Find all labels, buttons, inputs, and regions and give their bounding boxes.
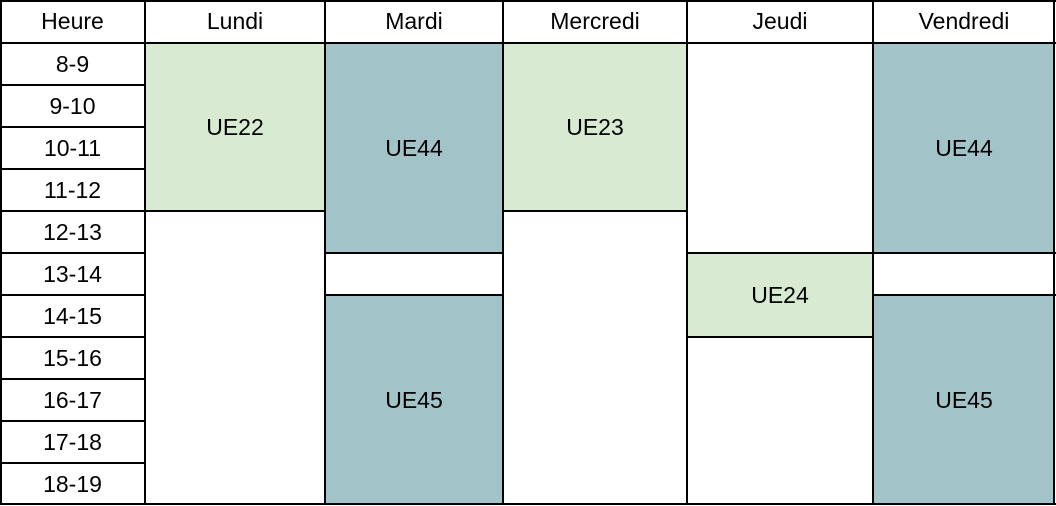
- grid-line: [0, 42, 1056, 44]
- course-block-ue23: UE23: [503, 43, 687, 211]
- hour-label: 13-14: [43, 260, 102, 287]
- empty-slot: [873, 253, 1055, 295]
- hour-label: 15-16: [43, 344, 102, 371]
- empty-slot: [145, 211, 325, 505]
- grid-line: [0, 168, 146, 170]
- hour-label: 11-12: [43, 176, 102, 203]
- grid-line: [0, 336, 146, 338]
- empty-slot: [687, 43, 873, 253]
- hour-label: 8-9: [55, 50, 90, 77]
- grid-line: [325, 294, 504, 296]
- empty-slot: [687, 337, 873, 505]
- grid-line: [325, 252, 504, 254]
- grid-line: [0, 252, 146, 254]
- course-block-ue45: UE45: [873, 295, 1055, 505]
- header-day: Vendredi: [918, 8, 1010, 34]
- hour-label: 14-15: [43, 302, 102, 329]
- grid-line: [0, 126, 146, 128]
- grid-line: [873, 252, 1056, 254]
- grid-line: [145, 210, 326, 212]
- empty-slot: [325, 253, 503, 295]
- hour-label: 9-10: [49, 92, 96, 119]
- header-heure: Heure: [41, 8, 104, 34]
- grid-line: [0, 503, 1056, 505]
- hour-label: 18-19: [43, 470, 102, 497]
- course-block-ue24: UE24: [687, 253, 873, 337]
- grid-line: [0, 210, 146, 212]
- header-day: Mardi: [385, 8, 443, 34]
- grid-line: [503, 210, 688, 212]
- hour-label: 16-17: [43, 386, 102, 413]
- grid-line: [0, 0, 1056, 2]
- header-day: Lundi: [206, 8, 264, 34]
- grid-line: [0, 378, 146, 380]
- hour-label: 10-11: [43, 134, 102, 161]
- grid-line: [687, 252, 874, 254]
- course-block-ue45: UE45: [325, 295, 503, 505]
- grid-line: [0, 420, 146, 422]
- grid-line: [687, 336, 874, 338]
- hour-label: 17-18: [43, 428, 102, 455]
- course-block-ue22: UE22: [145, 43, 325, 211]
- grid-line: [873, 294, 1056, 296]
- empty-slot: [503, 211, 687, 505]
- header-day: Mercredi: [550, 8, 640, 34]
- hour-label: 12-13: [43, 218, 102, 245]
- grid-line: [0, 462, 146, 464]
- grid-line: [0, 294, 146, 296]
- grid-line: [0, 84, 146, 86]
- header-day: Jeudi: [752, 8, 808, 34]
- course-block-ue44: UE44: [325, 43, 503, 253]
- course-block-ue44: UE44: [873, 43, 1055, 253]
